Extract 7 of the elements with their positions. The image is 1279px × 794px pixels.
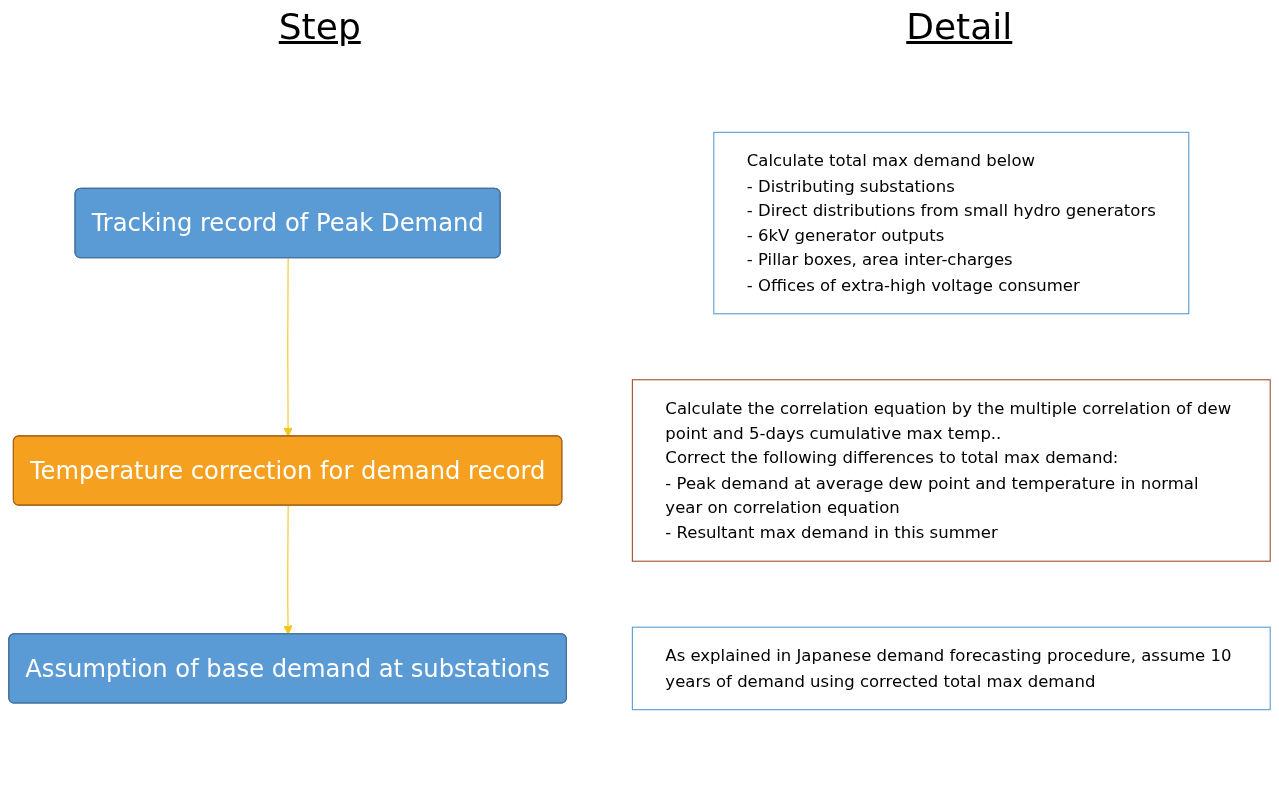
node-box: As explained in Japanese demand forecasting procedure, assume 10 years of demand using corrected total max demand xyxy=(631,626,1271,711)
column-heading: Step xyxy=(278,6,361,47)
arrow xyxy=(283,257,293,437)
node-box: Calculate total max demand below - Distributing substations - Direct distributions from small hydro generators - 6kV generator outputs - Pillar boxes, area inter-charges - Offices of extra-high voltage consumer xyxy=(713,131,1190,315)
node-box: Calculate the correlation equation by the multiple correlation of dew point and 5-days cumulative max temp.. Correct the following differences to total max demand: - Peak demand at average dew point and temperature in normal year on correlation equation - Resultant max demand in this summer xyxy=(631,379,1271,562)
column-heading: Detail xyxy=(906,6,1013,47)
arrow xyxy=(283,505,293,635)
